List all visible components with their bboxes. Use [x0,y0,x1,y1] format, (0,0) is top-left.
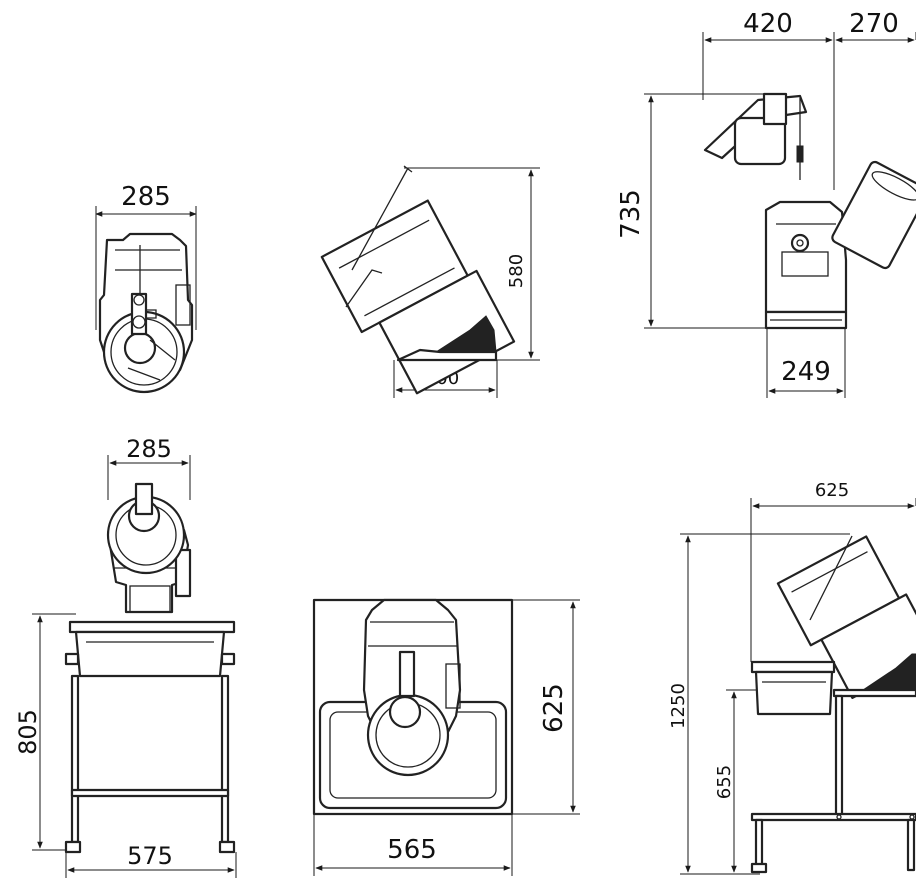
dim-label-565: 565 [387,835,437,865]
view-side-machine: 580 300 [320,165,540,398]
dim-label-625-side: 625 [815,480,849,501]
view-stand-front: 285 805 575 [14,435,237,878]
view-top-machine: 285 [95,182,197,394]
dim-label-249: 249 [781,357,831,387]
view-stand-top: 625 565 [312,598,580,876]
dim-label-805: 805 [14,709,42,755]
dim-label-575: 575 [127,842,173,870]
open-lid [831,160,916,270]
side-stand-crossbar [750,812,916,822]
side-body [378,269,516,395]
open-base-body [764,200,848,314]
view-stand-side: 625 1250 655 [668,480,916,875]
side-stand-container [754,670,834,716]
dim-label-420: 420 [743,9,793,39]
front-stand-top [68,620,236,634]
dim-label-580: 580 [506,254,527,288]
dim-label-655: 655 [714,765,735,799]
dim-label-270: 270 [849,9,899,39]
dim-label-285-front: 285 [126,435,172,463]
dim-label-735: 735 [616,189,646,239]
view-open-machine: 420 270 735 249 [616,9,916,398]
dim-label-1250: 1250 [668,683,689,729]
dim-label-285-top: 285 [121,182,171,212]
dim-label-625-top: 625 [539,683,569,733]
front-container [74,630,226,678]
